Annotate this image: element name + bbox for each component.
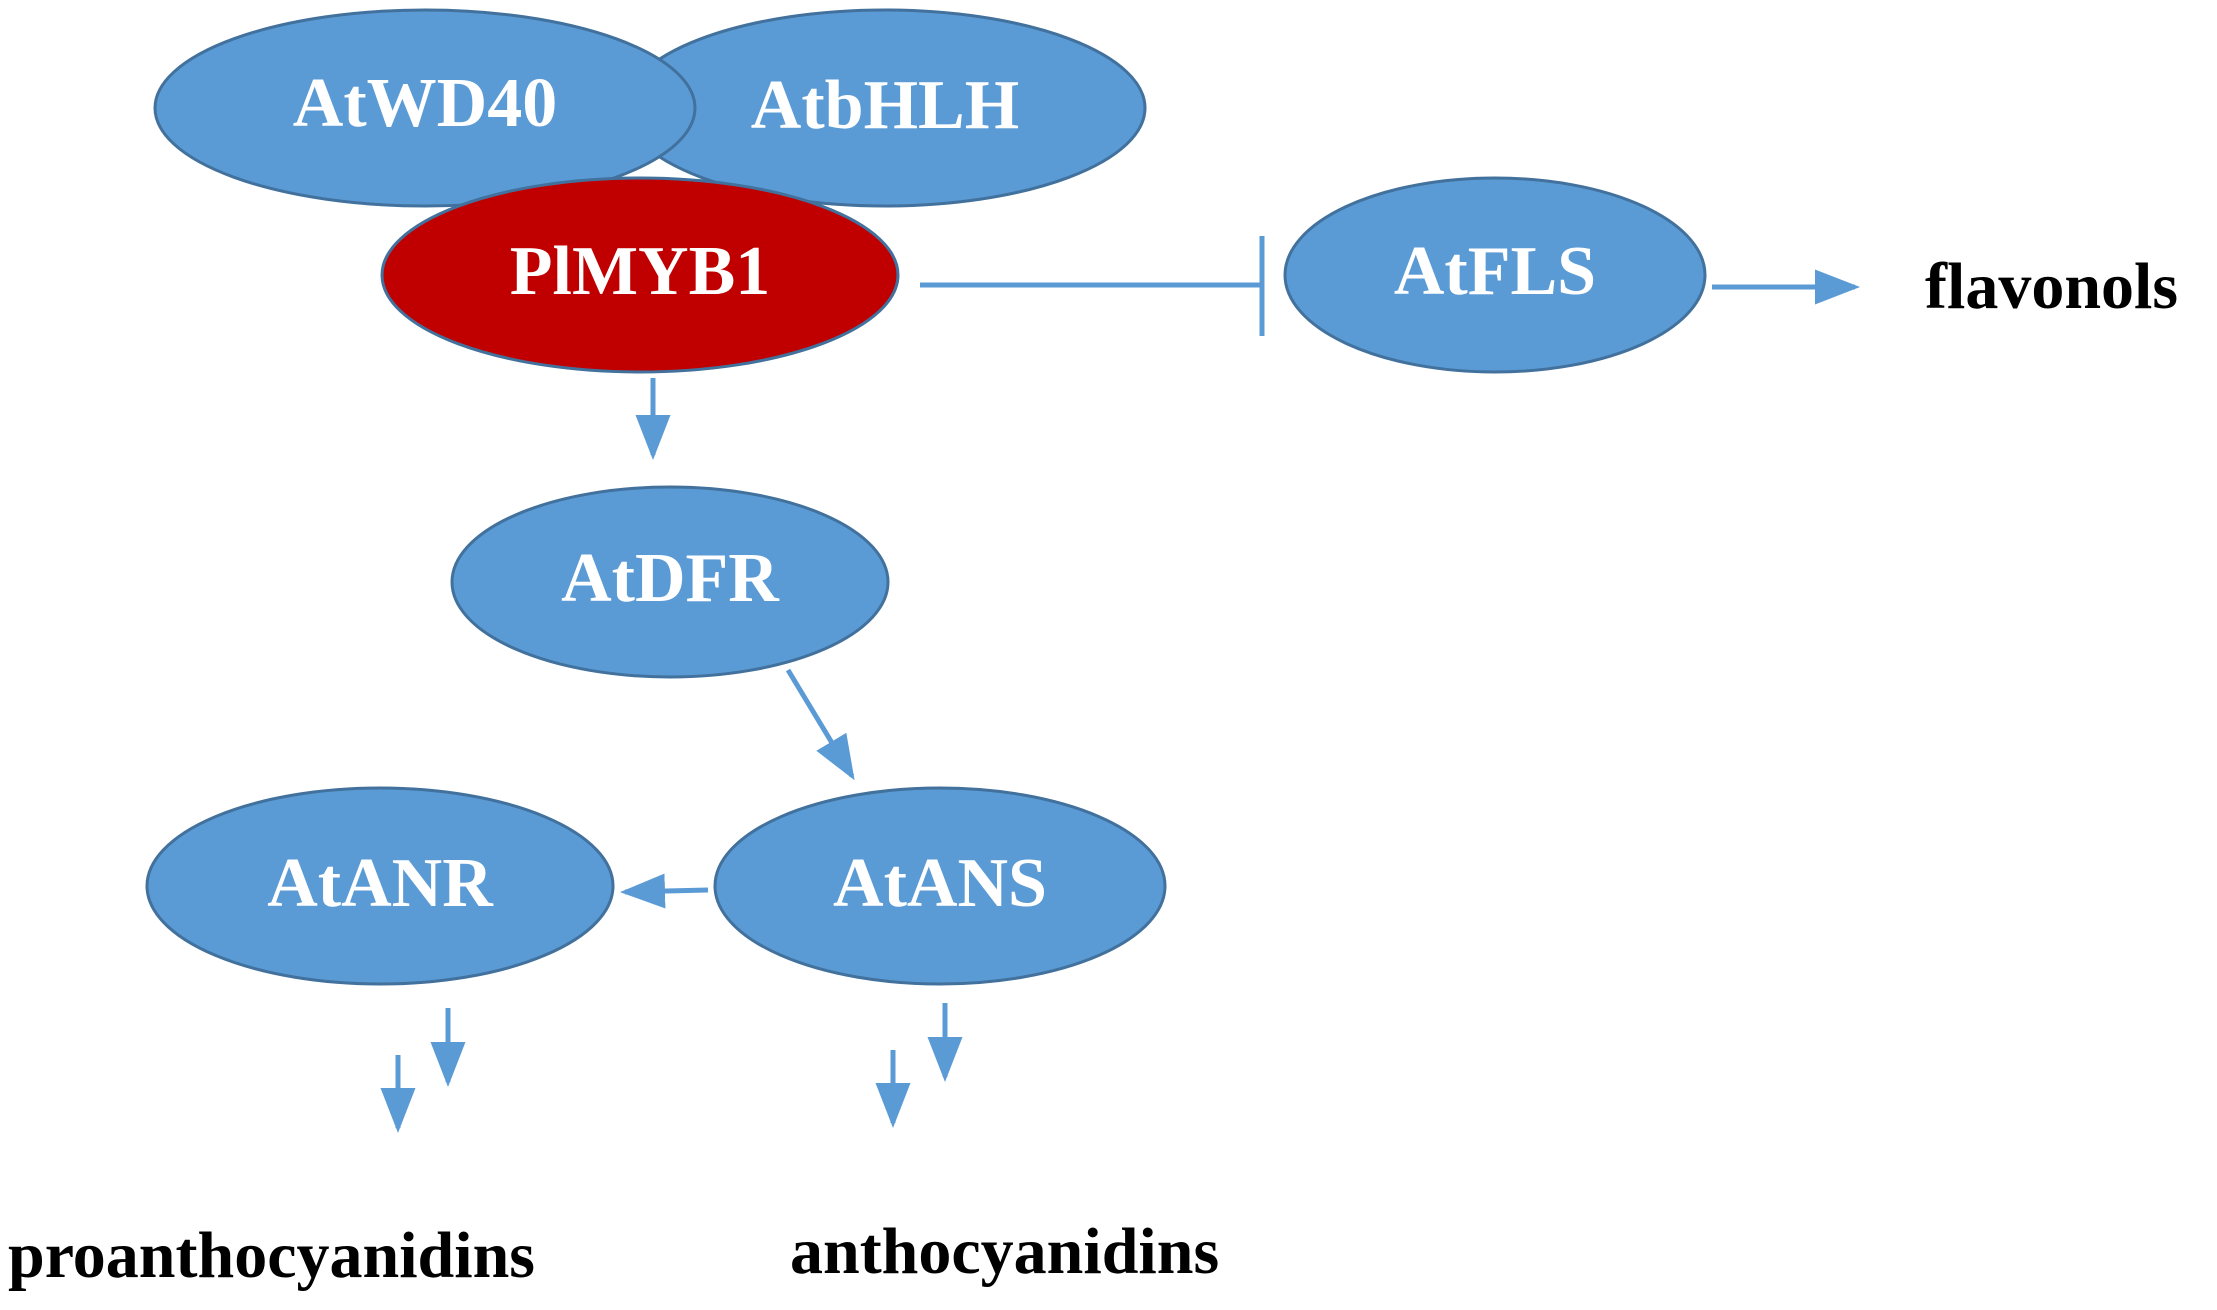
node-atdfr: AtDFR (450, 485, 890, 679)
node-atans-label: AtANS (833, 845, 1047, 922)
node-atwd40: AtWD40 (153, 8, 697, 208)
node-atdfr-label: AtDFR (561, 540, 780, 617)
node-atbhlh-label: AtbHLH (751, 67, 1019, 144)
product-proanthocyanidins: proanthocyanidins (8, 1219, 535, 1292)
node-atans: AtANS (713, 786, 1167, 986)
node-atwd40-shape (153, 8, 697, 208)
node-atfls-shape (1283, 176, 1707, 374)
node-atdfr-shape (450, 485, 890, 679)
node-atans-shape (713, 786, 1167, 986)
node-atfls-label: AtFLS (1394, 233, 1596, 310)
node-atanr: AtANR (145, 786, 615, 986)
node-atanr-shape (145, 786, 615, 986)
node-plmyb1: PlMYB1 (380, 176, 900, 374)
node-atfls: AtFLS (1283, 176, 1707, 374)
node-atwd40-label: AtWD40 (293, 65, 557, 142)
node-plmyb1-shape (380, 176, 900, 374)
edge-atans-to-atanr (620, 873, 709, 909)
node-atanr-label: AtANR (267, 845, 494, 922)
node-atbhlh: AtbHLH (623, 8, 1147, 208)
edge-atdfr-to-atans (785, 668, 855, 781)
product-anthocyanidins: anthocyanidins (790, 1215, 1219, 1288)
product-flavonols: flavonols (1925, 250, 2178, 323)
node-plmyb1-label: PlMYB1 (510, 233, 771, 310)
